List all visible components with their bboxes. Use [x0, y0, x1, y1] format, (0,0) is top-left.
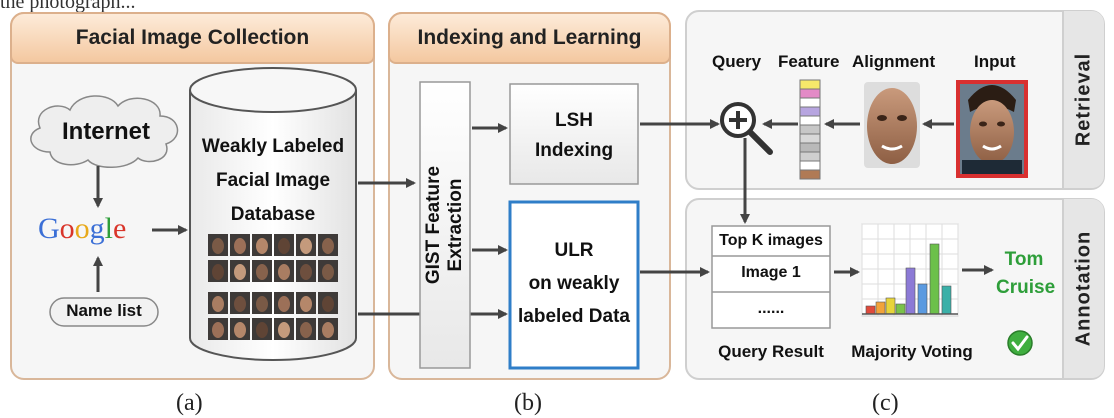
- vote-bar: [929, 243, 940, 315]
- face-thumbnail: [252, 292, 272, 314]
- feature-cell: [799, 106, 821, 117]
- face-photo-icon: [864, 82, 920, 168]
- face-thumbnail: [252, 318, 272, 340]
- annotation-side-label: Annotation: [1062, 199, 1104, 378]
- face-thumbnail: [318, 234, 338, 256]
- result-row-header: Top K images: [719, 232, 823, 249]
- retrieval-side-label: Retrieval: [1062, 11, 1104, 188]
- database-label-line2: Facial Image: [215, 170, 331, 191]
- feature-cell: [799, 142, 821, 153]
- feature-label: Feature: [778, 52, 840, 71]
- internet-label: Internet: [61, 118, 150, 145]
- input-photo-icon: [956, 80, 1028, 178]
- vote-bar: [875, 301, 886, 315]
- face-thumbnail: [318, 260, 338, 282]
- sublabel-c: (c): [872, 390, 899, 416]
- result-row-image1: Image 1: [741, 264, 801, 281]
- face-thumbnail: [230, 318, 250, 340]
- face-thumbnail: [274, 318, 294, 340]
- panel-b-title: Indexing and Learning: [388, 12, 671, 64]
- feature-cell: [799, 97, 821, 108]
- face-thumbnail: [208, 318, 228, 340]
- feature-cell: [799, 169, 821, 180]
- vote-bar: [895, 303, 906, 315]
- feature-cell: [799, 133, 821, 144]
- face-thumbnail: [230, 260, 250, 282]
- face-thumbnail: [208, 234, 228, 256]
- sublabel-b: (b): [514, 390, 542, 416]
- query-label: Query: [712, 52, 762, 71]
- feature-vector-icon: [799, 79, 821, 180]
- face-thumbnail: [208, 260, 228, 282]
- bar-chart-icon: [861, 223, 959, 317]
- face-thumbnail: [252, 234, 272, 256]
- face-thumbnail: [230, 234, 250, 256]
- cloud-icon: [30, 95, 179, 168]
- vote-bar: [917, 283, 928, 315]
- face-thumbnail: [318, 292, 338, 314]
- face-thumbnail: [274, 260, 294, 282]
- face-thumbnail: [296, 292, 316, 314]
- database-label-line1: Weakly Labeled: [201, 136, 345, 157]
- check-circle-icon: [1007, 330, 1033, 356]
- name-list-pill-shape: [49, 297, 159, 327]
- feature-cell: [799, 160, 821, 171]
- face-thumbnail: [208, 292, 228, 314]
- alignment-label: Alignment: [852, 52, 936, 71]
- majority-voting-label: Majority Voting: [851, 342, 973, 361]
- face-thumbnail: [274, 234, 294, 256]
- panel-a-title: Facial Image Collection: [10, 12, 375, 64]
- face-thumbnail: [296, 318, 316, 340]
- vote-bar: [885, 297, 896, 315]
- face-thumbnail: [230, 292, 250, 314]
- sublabel-a: (a): [176, 390, 203, 416]
- face-thumbnail: [252, 260, 272, 282]
- result-row-ellipsis: ......: [757, 300, 785, 317]
- input-label: Input: [974, 52, 1016, 71]
- name-list-label: Name list: [66, 301, 142, 320]
- vote-bar: [905, 267, 916, 315]
- face-thumbnail: [274, 292, 294, 314]
- face-thumbnail: [296, 260, 316, 282]
- vote-bar: [941, 285, 952, 315]
- google-logo: Google: [38, 212, 127, 245]
- magnifier-plus-icon: [720, 102, 773, 155]
- feature-cell: [799, 151, 821, 162]
- face-thumbnail: [296, 234, 316, 256]
- vote-bar: [865, 305, 876, 315]
- top-caption: the photograph...: [0, 0, 136, 13]
- face-thumbnail-grid: [208, 234, 338, 340]
- feature-cell: [799, 124, 821, 135]
- database-label-line3: Database: [230, 204, 316, 225]
- feature-cell: [799, 88, 821, 99]
- face-thumbnail: [318, 318, 338, 340]
- feature-cell: [799, 115, 821, 126]
- feature-cell: [799, 79, 821, 90]
- query-result-label: Query Result: [718, 342, 824, 361]
